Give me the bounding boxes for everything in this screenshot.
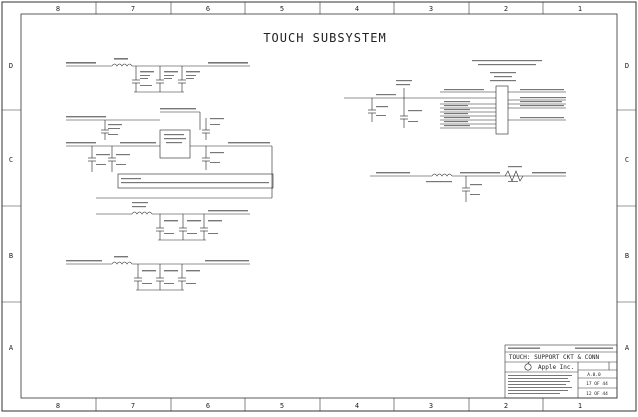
column-label: 3: [429, 5, 433, 13]
row-labels-left: D C B A: [9, 62, 14, 352]
filter-network-top: [66, 63, 250, 93]
column-label: 8: [56, 5, 60, 13]
filter-network-bottom: [66, 261, 250, 291]
company-name: Apple Inc.: [538, 364, 574, 371]
column-label: 5: [280, 5, 284, 13]
row-label: C: [9, 156, 13, 164]
connector-labels: [376, 60, 566, 127]
resistor-symbol: [504, 170, 524, 182]
row-labels-right: D C B A: [625, 62, 630, 352]
inductor-symbol: [111, 63, 133, 67]
filter-network-bottom-labels: [66, 256, 249, 284]
filter-network-right: [370, 170, 566, 202]
filter-network-mid-labels: [132, 202, 248, 234]
row-label: C: [625, 156, 629, 164]
column-labels-top: 8 7 6 5 4 3 2 1: [56, 5, 582, 13]
row-label: B: [9, 252, 13, 260]
column-labels-bottom: 8 7 6 5 4 3 2 1: [56, 402, 582, 410]
column-label: 6: [206, 402, 210, 410]
filter-network-right-labels: [376, 166, 566, 195]
apple-logo-icon: [524, 361, 532, 371]
column-label: 1: [578, 402, 582, 410]
regulator-labels: [66, 108, 270, 184]
column-label: 3: [429, 402, 433, 410]
column-label: 7: [131, 5, 135, 13]
title-block-filler: [508, 347, 613, 394]
column-label: 6: [206, 5, 210, 13]
row-label: D: [625, 62, 629, 70]
revision: A.0.0: [587, 372, 601, 378]
row-label: A: [9, 344, 14, 352]
inner-border: [20, 13, 618, 399]
filter-network-top-labels: [66, 58, 248, 86]
column-ticks: [95, 2, 544, 411]
filter-network-mid: [96, 211, 250, 241]
row-label: A: [625, 344, 630, 352]
page-number: 12 OF 44: [586, 391, 608, 397]
column-label: 8: [56, 402, 60, 410]
column-label: 4: [355, 402, 359, 410]
connector-area: [344, 85, 566, 135]
row-ticks: [2, 109, 636, 303]
column-label: 5: [280, 402, 284, 410]
title-block-subtitle: TOUCH: SUPPORT CKT & CONN: [509, 354, 600, 361]
sheet-number: 17 OF 44: [586, 381, 608, 387]
row-label: B: [625, 252, 629, 260]
column-label: 2: [504, 402, 508, 410]
column-label: 7: [131, 402, 135, 410]
column-label: 4: [355, 5, 359, 13]
column-label: 2: [504, 5, 508, 13]
regulator-ic: [159, 129, 191, 159]
regulator-block: [66, 111, 274, 199]
note-box: [117, 173, 274, 189]
touch-connector: [495, 85, 509, 135]
title-block: [504, 344, 618, 399]
row-label: D: [9, 62, 13, 70]
column-label: 1: [578, 5, 582, 13]
page-title: TOUCH SUBSYSTEM: [263, 31, 386, 45]
